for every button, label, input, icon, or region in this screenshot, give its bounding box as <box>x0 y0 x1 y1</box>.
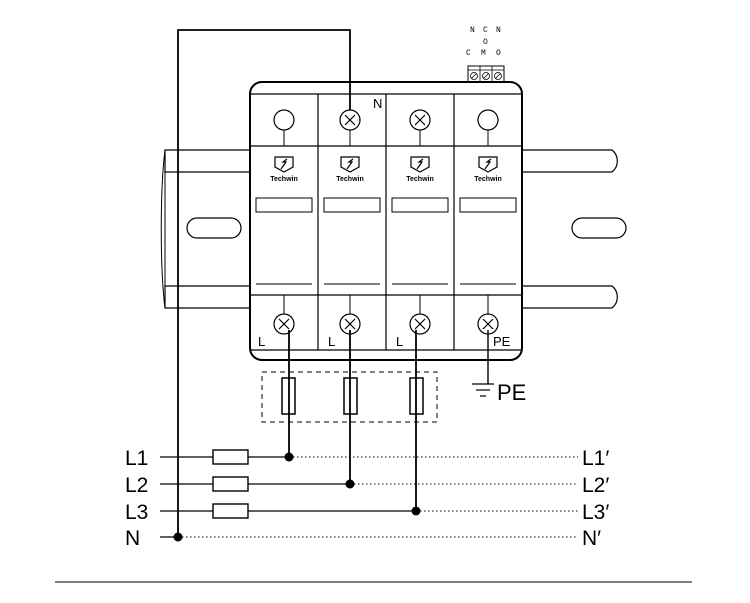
bottom-terminal-label-4: PE <box>493 334 511 349</box>
module-brand-3: Techwin <box>406 176 433 183</box>
line-fuse-2 <box>212 476 249 492</box>
bottom-terminal-1 <box>273 313 295 335</box>
signal-terminal-block: N C N O C M O <box>466 26 505 83</box>
line-fuse-3 <box>212 503 249 519</box>
line-1: L1 L1′ <box>125 447 609 470</box>
header-top-2: C <box>483 26 488 35</box>
techwin-logo-icon: Techwin <box>474 156 502 183</box>
top-n-label: N <box>373 96 382 111</box>
header-mid-3: O <box>496 49 501 58</box>
bottom-terminal-label-3: L <box>396 334 403 349</box>
junction-dot-4 <box>173 532 183 542</box>
junction-dot-3 <box>411 506 421 516</box>
bottom-terminal-3 <box>409 313 431 335</box>
module-brand-4: Techwin <box>474 176 501 183</box>
header-top-1: N <box>470 26 475 35</box>
status-window-3 <box>391 197 449 213</box>
junction-dot-2 <box>345 479 355 489</box>
line-2: L2 L2′ <box>125 474 609 497</box>
ground-symbol: PE <box>472 380 526 405</box>
fuse-group <box>261 371 438 423</box>
line-in-label-1: L1 <box>125 447 148 470</box>
line-fuse-1 <box>212 449 249 465</box>
junction-dot-1 <box>284 452 294 462</box>
line-4: N N′ <box>125 527 601 550</box>
line-out-label-3: L3′ <box>582 501 609 524</box>
header-mid-2: O <box>483 38 488 47</box>
line-in-label-4: N <box>125 527 140 550</box>
line-in-label-2: L2 <box>125 474 148 497</box>
line-in-label-3: L3 <box>125 501 148 524</box>
supply-lines: L1 L1′ L2 L2′ L3 L3′ N N′ <box>125 447 609 550</box>
bottom-terminal-label-2: L <box>328 334 335 349</box>
line-3: L3 L3′ <box>125 501 609 524</box>
techwin-logo-icon: Techwin <box>406 156 434 183</box>
line-out-label-4: N′ <box>582 527 601 550</box>
status-window-2 <box>323 197 381 213</box>
status-window-4 <box>459 197 517 213</box>
header-mid-1: C <box>466 49 471 58</box>
bottom-terminal-label-1: L <box>258 334 265 349</box>
pe-label: PE <box>497 380 526 405</box>
status-window-1 <box>255 197 313 213</box>
module-brand-2: Techwin <box>336 176 363 183</box>
line-out-label-1: L1′ <box>582 447 609 470</box>
wiring <box>177 29 489 537</box>
header-top-3: N <box>496 26 501 35</box>
module-brand-1: Techwin <box>270 176 297 183</box>
line-out-label-2: L2′ <box>582 474 609 497</box>
din-rail <box>160 149 627 309</box>
techwin-logo-icon: Techwin <box>270 156 298 183</box>
header-bottom-1: M <box>481 49 486 58</box>
techwin-logo-icon: Techwin <box>336 156 364 183</box>
